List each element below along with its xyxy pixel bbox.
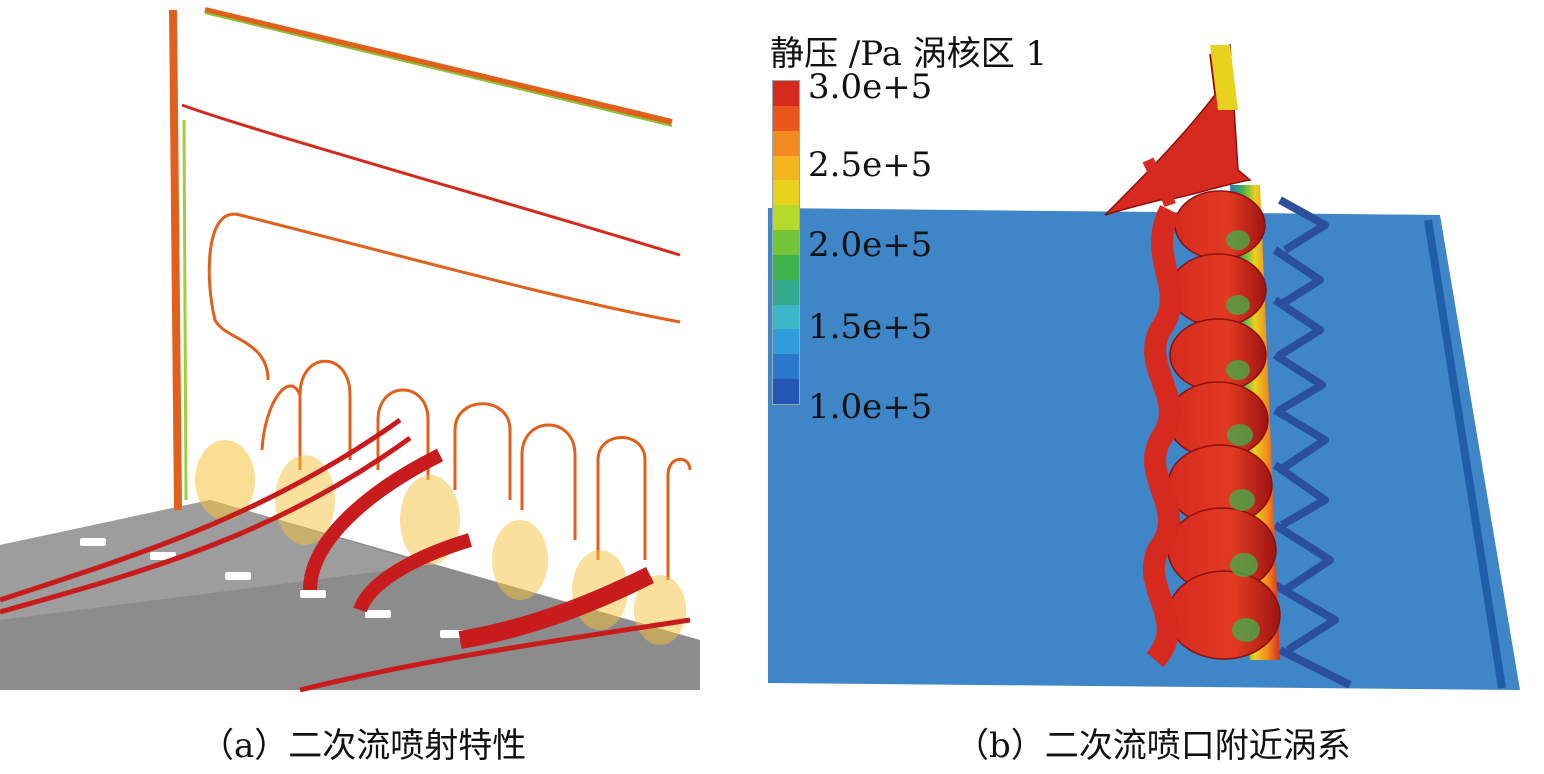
loop-contours <box>260 359 692 580</box>
legend-title: 静压 /Pa 涡核区 1 <box>770 34 1048 74</box>
colorbar <box>772 80 800 405</box>
colorbar-band <box>773 279 799 305</box>
colorbar-band <box>773 81 799 106</box>
colorbar-band <box>773 105 799 131</box>
contour-line-mid <box>181 103 681 257</box>
colorbar-band <box>773 130 799 156</box>
injection-slots <box>80 538 466 638</box>
contour-line-top <box>204 7 673 125</box>
legend-tick: 1.0e+5 <box>808 387 933 427</box>
panel-b-figure <box>768 43 1520 690</box>
colorbar-band <box>773 180 799 206</box>
pressure-chevrons <box>1272 196 1352 689</box>
panel-b-vortex-system <box>760 0 1544 700</box>
streamlines <box>0 417 691 693</box>
colorbar-band <box>773 304 799 330</box>
colorbar-band <box>773 155 799 181</box>
colorbar-band <box>773 254 799 280</box>
legend-tick: 1.5e+5 <box>808 307 933 347</box>
contour-line-lower <box>207 212 681 381</box>
legend-tick: 2.0e+5 <box>808 225 933 265</box>
caption-a: （a）二次流喷射特性 <box>200 726 527 766</box>
colorbar-band <box>773 329 799 355</box>
plane-edge-stripe <box>1424 219 1506 689</box>
colorbar-band <box>773 205 799 231</box>
panel-a-figure <box>0 7 700 693</box>
legend-tick: 3.0e+5 <box>808 67 933 107</box>
wall-edge <box>169 9 182 511</box>
colorbar-band <box>773 354 799 380</box>
colorbar-band <box>773 379 799 404</box>
legend-tick: 2.5e+5 <box>808 145 933 185</box>
panel-a-flow-visualization <box>0 0 700 700</box>
helix-strand <box>1142 205 1182 668</box>
colorbar-band <box>773 230 799 255</box>
pressure-plane <box>768 208 1520 690</box>
caption-b: （b）二次流喷口附近涡系 <box>955 726 1351 766</box>
